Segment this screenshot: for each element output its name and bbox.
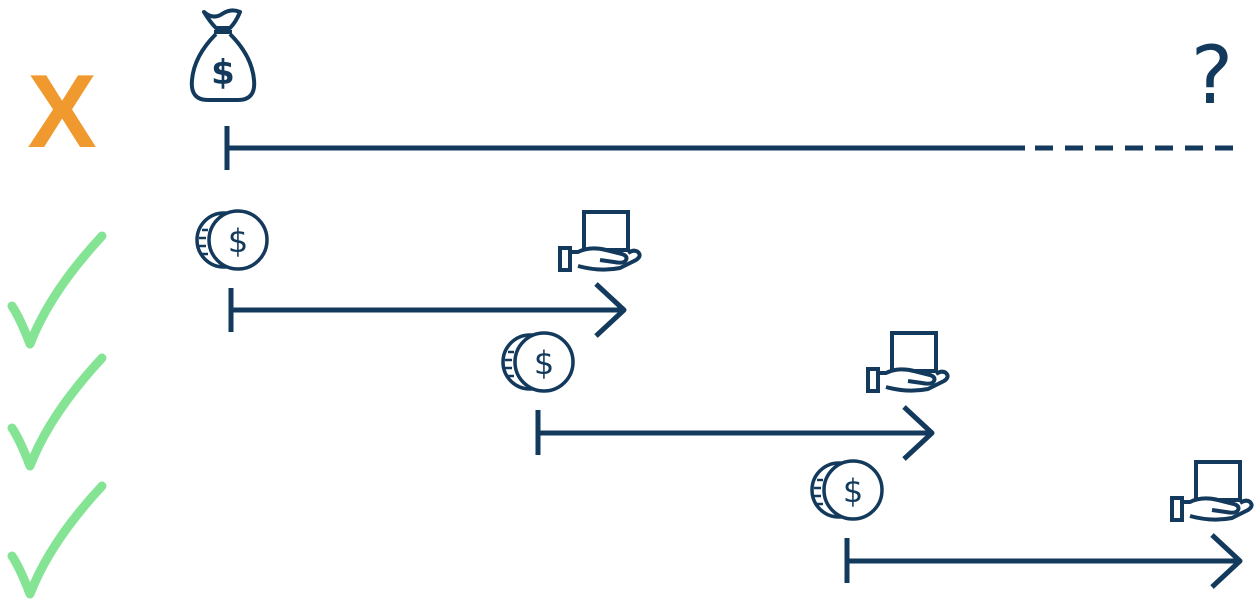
coins-dollar-sign: $	[843, 472, 863, 510]
question-mark: ?	[1191, 29, 1233, 122]
checkmark-icon	[12, 358, 102, 466]
money-bag-icon: $	[189, 8, 257, 102]
coins-dollar-sign: $	[534, 344, 554, 382]
hand-with-box-icon	[866, 331, 950, 393]
checkmark-icon	[12, 236, 102, 344]
coins-icon: $	[501, 331, 575, 393]
row-subscription-3: $	[12, 459, 1254, 594]
arrow-head	[1210, 533, 1243, 589]
arrow-head	[902, 405, 935, 461]
row-subscription-2: $	[12, 331, 950, 466]
cross-icon: X	[27, 54, 96, 170]
arrow-head	[594, 282, 627, 338]
row-subscription-1: $	[12, 209, 642, 344]
money-bag-dollar-sign: $	[211, 53, 235, 93]
coins-dollar-sign: $	[228, 222, 248, 260]
row-upfront-payment: X $ ?	[27, 8, 1245, 170]
coins-icon: $	[810, 459, 884, 521]
hand-with-box-icon	[1170, 460, 1254, 522]
coins-icon: $	[195, 209, 269, 271]
checkmark-icon	[12, 486, 102, 594]
hand-with-box-icon	[558, 210, 642, 272]
